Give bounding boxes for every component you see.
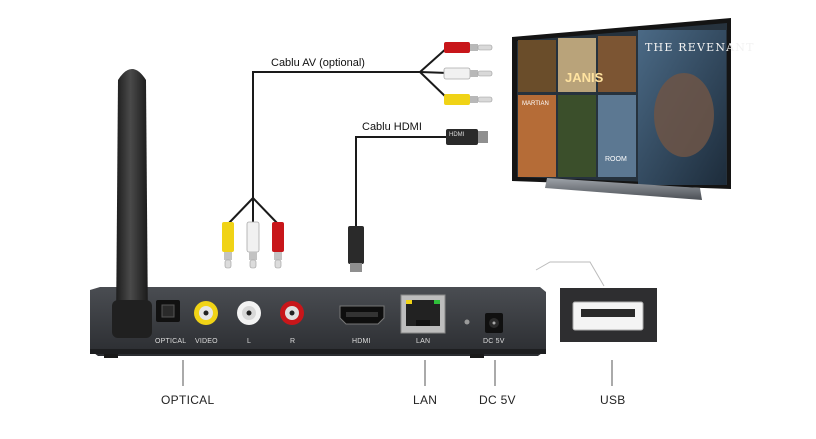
- panel-label-lan: LAN: [416, 338, 431, 345]
- rca-plug-yellow-bottom: [222, 222, 234, 269]
- bottom-label-dc5v: DC 5V: [479, 393, 516, 407]
- hdmi-cable: [348, 129, 488, 272]
- av-cable-label: Cablu AV (optional): [271, 57, 365, 69]
- bottom-label-optical: OPTICAL: [161, 393, 215, 407]
- rca-plug-yellow-top: [444, 94, 493, 105]
- panel-label-dc5v: DC 5V: [483, 338, 505, 345]
- optical-port: [156, 300, 180, 322]
- television: [512, 18, 731, 200]
- rca-plug-white-bottom: [246, 221, 260, 269]
- hdmi-plug-text: HDMI: [449, 132, 465, 138]
- audio-r-port: [280, 301, 304, 325]
- status-led: [464, 319, 470, 325]
- tv-tile-room: ROOM: [605, 156, 627, 163]
- lan-port: [400, 294, 446, 334]
- tv-poster-title: THE REVENANT: [645, 41, 755, 54]
- set-top-box: [90, 287, 546, 358]
- hdmi-cable-label: Cablu HDMI: [362, 121, 422, 133]
- rca-plug-red-top: [444, 42, 493, 53]
- bottom-label-usb: USB: [600, 393, 626, 407]
- rca-plug-red-bottom: [272, 222, 284, 269]
- rca-plug-white-top: [443, 67, 493, 80]
- tv-tile-martian: MARTIAN: [522, 101, 549, 107]
- av-cable: [227, 46, 449, 225]
- audio-l-port: [237, 301, 261, 325]
- hdmi-port: [339, 305, 385, 325]
- panel-label-r: R: [290, 338, 296, 345]
- wifi-antenna: [112, 69, 152, 338]
- panel-label-hdmi: HDMI: [352, 338, 371, 345]
- panel-label-l: L: [247, 338, 252, 345]
- panel-label-video: VIDEO: [195, 338, 218, 345]
- video-port: [194, 301, 218, 325]
- leader-lines: [182, 360, 613, 386]
- panel-label-optical: OPTICAL: [155, 338, 187, 345]
- bottom-label-lan: LAN: [413, 393, 438, 407]
- dc-5v-port: [485, 313, 503, 333]
- tv-tile-janis: JANIS: [565, 70, 604, 85]
- usb-callout: [535, 261, 657, 342]
